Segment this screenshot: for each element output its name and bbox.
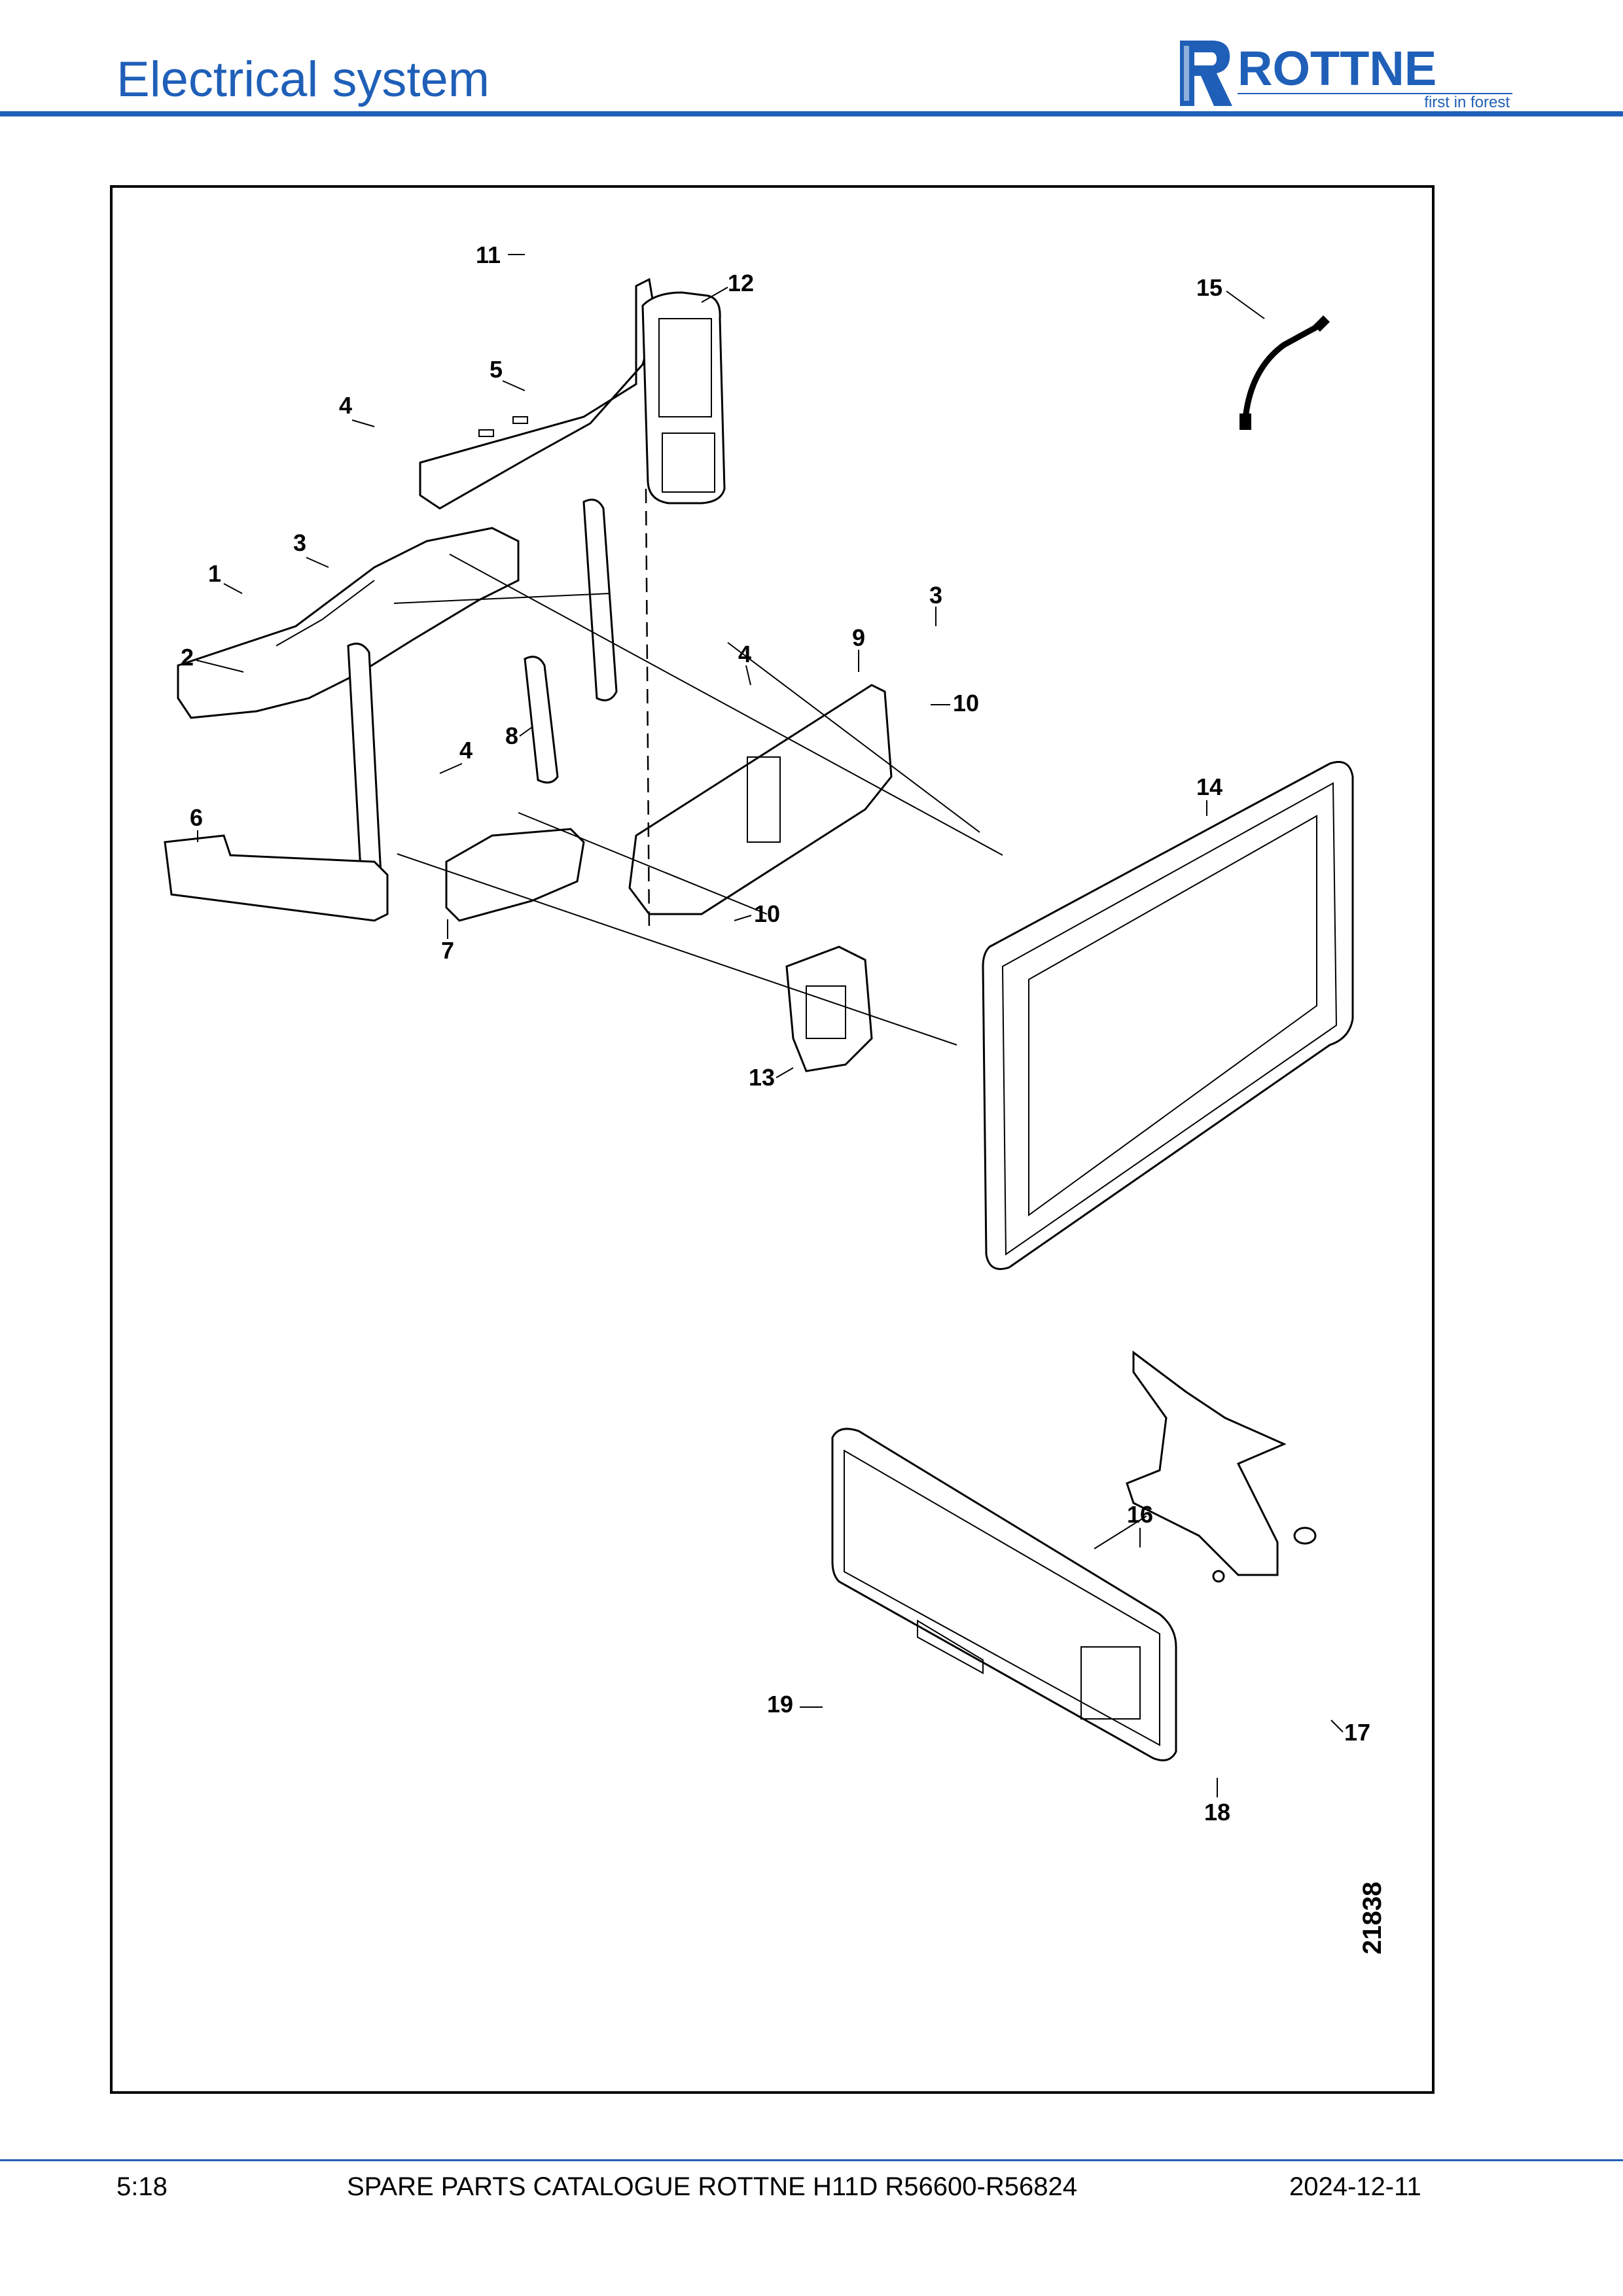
panel-19	[831, 1428, 1177, 1761]
assembly-lines	[393, 488, 1147, 1549]
catalogue-date: 2024-12-11	[1289, 2172, 1421, 2201]
drawing-number: 21838	[1358, 1882, 1387, 1954]
washer-17	[1293, 1527, 1317, 1545]
rottne-logo-mark	[1180, 41, 1232, 106]
callout-10a: 10	[953, 690, 979, 716]
callout-18: 18	[1204, 1799, 1230, 1826]
callout-6: 6	[190, 804, 203, 831]
callout-13: 13	[749, 1064, 775, 1091]
frame-9	[628, 684, 893, 915]
bracket-5	[419, 277, 657, 510]
callout-15: 15	[1196, 274, 1222, 301]
bracket-7	[445, 828, 585, 922]
callout-17: 17	[1344, 1719, 1370, 1746]
header-rule	[0, 111, 1623, 116]
callout-2: 2	[181, 644, 194, 671]
callout-4b: 4	[738, 641, 751, 667]
bracket-16	[1126, 1351, 1287, 1576]
logo-tagline: first in forest	[1424, 94, 1510, 111]
callout-8: 8	[505, 722, 518, 749]
callout-12: 12	[728, 270, 754, 296]
callout-16: 16	[1127, 1501, 1153, 1528]
callout-5: 5	[490, 356, 503, 383]
display-14	[982, 761, 1354, 1270]
handheld-device-12	[641, 291, 726, 504]
footer-rule	[0, 2159, 1623, 2161]
callout-19: 19	[767, 1691, 793, 1718]
callout-14: 14	[1196, 773, 1222, 800]
exploded-view-diagram: 1 2 3 3 4 4 4 5 6 7 8 9 10 10	[164, 241, 1387, 1954]
page-number: 5:18	[116, 2172, 168, 2201]
callout-3a: 3	[293, 529, 306, 556]
screw-18	[1212, 1570, 1225, 1583]
callouts: 1 2 3 3 4 4 4 5 6 7 8 9 10 10	[181, 241, 1370, 1826]
callout-3b: 3	[929, 582, 942, 609]
callout-4a: 4	[339, 392, 352, 419]
catalogue-title: SPARE PARTS CATALOGUE ROTTNE H11D R56600…	[347, 2172, 1077, 2201]
callout-11: 11	[476, 241, 501, 268]
diagram-frame: 1 2 3 3 4 4 4 5 6 7 8 9 10 10	[110, 185, 1435, 2094]
callout-7: 7	[441, 937, 454, 964]
rottne-logo: ROTTNE first in forest	[1180, 41, 1512, 111]
logo-wordmark: ROTTNE	[1238, 41, 1436, 96]
plate-6	[164, 834, 389, 922]
main-bracket-2	[177, 527, 520, 719]
holder-13	[785, 945, 873, 1072]
page-title: Electrical system	[116, 52, 490, 107]
callout-4c: 4	[459, 737, 473, 764]
callout-10b: 10	[754, 900, 780, 927]
callout-9: 9	[852, 624, 865, 651]
vertical-bars	[347, 499, 618, 885]
callout-1: 1	[208, 560, 221, 587]
gooseneck-microphone-15	[1240, 315, 1330, 430]
